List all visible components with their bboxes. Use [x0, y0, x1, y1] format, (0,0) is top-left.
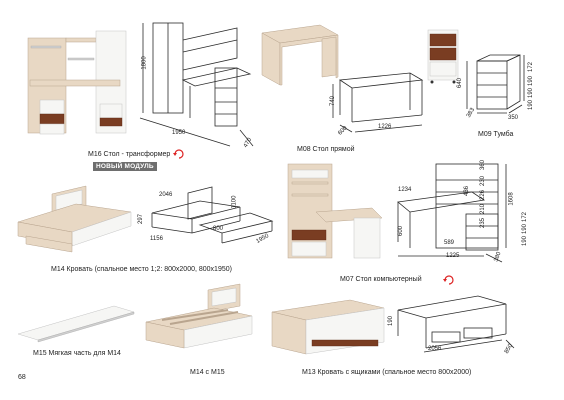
- m07-technical-drawing: [397, 163, 507, 263]
- m14-dim-length: 2046: [159, 192, 173, 198]
- m14-caption: M14 Кровать (спальное место 1;2: 800х200…: [51, 266, 232, 273]
- m09-dim-190c: 190: [528, 99, 535, 111]
- m07-dim-230: 230: [480, 175, 487, 187]
- m07-dim-190a: 190: [522, 223, 529, 235]
- m09-dim-172: 172: [528, 61, 535, 73]
- m07-dim-589: 589: [444, 240, 455, 246]
- m07-dim-190b: 190: [522, 235, 529, 247]
- m16-dim-width: 1950: [172, 130, 186, 136]
- m08-product-photo: [261, 24, 339, 86]
- m07-dim-1225: 1225: [446, 253, 460, 259]
- m13-technical-drawing: [397, 295, 515, 353]
- m07-dim-1608: 1608: [508, 192, 515, 206]
- m14-dim-1156: 1156: [150, 236, 163, 242]
- m07-dim-226: 226: [480, 189, 487, 201]
- m09-technical-drawing: [466, 54, 525, 114]
- m09-dim-height: 640: [457, 77, 464, 89]
- m07-dim-600: 600: [398, 225, 405, 237]
- m14-product-photo: [17, 185, 132, 253]
- m07-dim-360: 360: [480, 159, 487, 171]
- m15-product-photo: [17, 305, 135, 343]
- m14-m15-product-photo: [145, 283, 253, 349]
- m14-dim-width: 1100: [231, 195, 238, 209]
- m09-dim-190b: 190: [528, 87, 535, 99]
- m07-dim-436: 436: [464, 185, 471, 197]
- m08-caption: M08 Стол прямой: [297, 146, 355, 153]
- m14-m15-caption: M14 с M15: [190, 369, 225, 376]
- m08-dim-width: 1226: [378, 124, 392, 130]
- m16-caption: M16 Стол - трансформер: [88, 151, 171, 158]
- m08-technical-drawing: [332, 72, 424, 133]
- m09-dim-width: 350: [508, 115, 519, 121]
- rotate-icon: [173, 149, 184, 159]
- page-number: 68: [18, 374, 26, 381]
- m13-dim-length: 2056: [428, 346, 442, 352]
- m13-dim-190: 190: [388, 315, 395, 327]
- m07-dim-210: 210: [480, 203, 487, 215]
- m08-dim-height: 740: [330, 95, 337, 107]
- m09-dim-190a: 190: [528, 75, 535, 87]
- m15-caption: M15 Мягкая часть для M14: [33, 350, 121, 357]
- m16-dim-height: 1800: [141, 56, 148, 70]
- m16-product-photo: [27, 30, 127, 135]
- m09-product-photo: [427, 29, 459, 84]
- m14-dim-297: 297: [138, 213, 145, 225]
- m07-dim-235: 235: [480, 217, 487, 229]
- rotate-icon: [443, 275, 454, 285]
- m13-caption: M13 Кровать с ящиками (спальное место 80…: [302, 369, 472, 376]
- m14-technical-drawing: [151, 186, 274, 244]
- m07-dim-172: 172: [522, 211, 529, 223]
- m16-technical-drawing: [139, 22, 254, 147]
- m07-product-photo: [287, 163, 383, 259]
- m14-dim-800: 800: [213, 226, 224, 232]
- m07-caption: M07 Стол компьютерный: [340, 276, 422, 283]
- m13-product-photo: [271, 299, 385, 355]
- m07-dim-1234: 1234: [398, 187, 412, 193]
- m09-caption: M09 Тумба: [478, 131, 514, 138]
- new-module-badge: НОВЫЙ МОДУЛЬ: [93, 162, 157, 171]
